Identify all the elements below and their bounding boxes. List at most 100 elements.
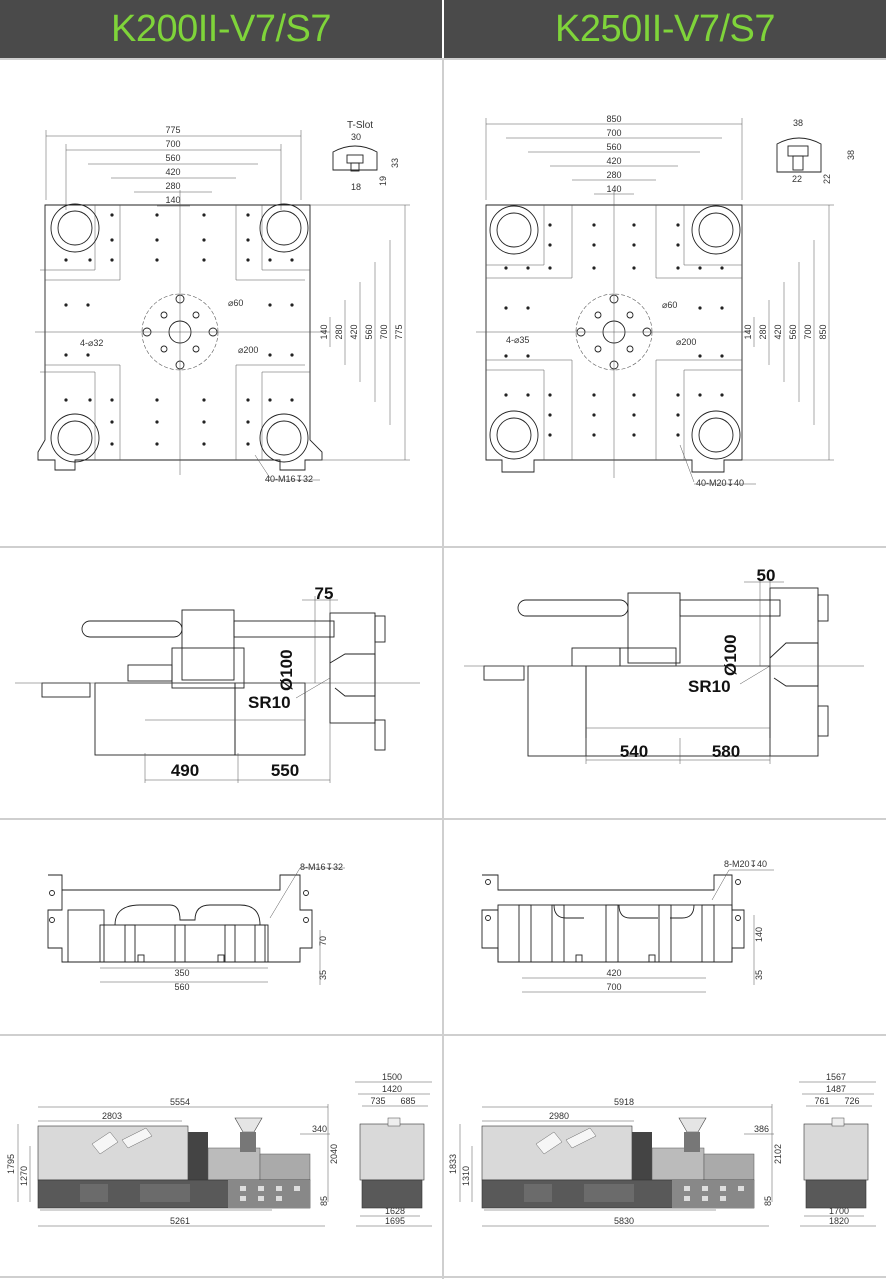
dim-label: 1487 <box>826 1084 846 1094</box>
dim-label: 38 <box>793 118 803 128</box>
dim-label: 280 <box>758 324 768 339</box>
dim-label: 140 <box>743 324 753 339</box>
dim-label: 50 <box>757 566 776 585</box>
dim-label: 420 <box>606 968 621 978</box>
dim-label: 140 <box>319 324 329 339</box>
dim-label: 761 <box>814 1096 829 1106</box>
dim-label: Ø100 <box>277 649 296 691</box>
dim-label: 700 <box>379 324 389 339</box>
dim-label: Ø100 <box>721 634 740 676</box>
dim-label: 280 <box>165 181 180 191</box>
dim-label: 580 <box>712 742 740 761</box>
dim-label: ⌀60 <box>662 300 677 310</box>
dim-label: 85 <box>763 1196 773 1206</box>
dim-label: 700 <box>165 139 180 149</box>
dim-label: 1628 <box>385 1206 405 1216</box>
dim-label: ⌀200 <box>676 337 696 347</box>
dim-label: 700 <box>606 982 621 992</box>
divider <box>0 1034 886 1036</box>
dim-label: 1567 <box>826 1072 846 1082</box>
model-title: K250II-V7/S7 <box>554 7 776 50</box>
dim-label: 5830 <box>614 1216 634 1226</box>
dim-label: 1833 <box>448 1154 458 1174</box>
dim-label: 420 <box>165 167 180 177</box>
tslot-label: T-Slot <box>347 120 373 131</box>
machine-drawing-right: 5918 2980 386 1833 1310 2102 5100 5830 8… <box>444 1036 886 1276</box>
dim-label: 1795 <box>6 1154 16 1174</box>
dim-label: 35 <box>754 970 764 980</box>
dim-label: 8-M20↧40 <box>724 859 767 869</box>
platen-drawing-right: 850 700 560 420 280 140 38 38 22 22 <box>444 60 886 546</box>
machine-drawing-left: 5554 2803 340 1795 1270 2040 4600 5261 8… <box>0 1036 442 1276</box>
dim-label: 560 <box>788 324 798 339</box>
platen-drawing-left: 775 700 560 420 280 140 T-Slot 30 33 19 … <box>0 60 442 546</box>
dim-label: 40-M20↧40 <box>696 478 744 488</box>
dim-label: 280 <box>606 170 621 180</box>
dim-label: 2803 <box>102 1111 122 1121</box>
dim-label: SR10 <box>248 693 291 712</box>
dim-label: 19 <box>378 176 388 186</box>
dim-label: 33 <box>390 158 400 168</box>
dim-label: 1270 <box>19 1166 29 1186</box>
dim-label: 35 <box>318 970 328 980</box>
dim-label: 1700 <box>829 1206 849 1216</box>
title-right: K250II-V7/S7 <box>444 0 886 58</box>
dim-label: SR10 <box>688 677 731 696</box>
dim-label: 1695 <box>385 1216 405 1226</box>
dim-label: 700 <box>803 324 813 339</box>
dim-label: 4-⌀32 <box>80 338 103 348</box>
dim-label: 22 <box>792 174 802 184</box>
dim-label: 140 <box>606 184 621 194</box>
dim-label: 5554 <box>170 1097 190 1107</box>
dim-label: 560 <box>165 153 180 163</box>
dim-label: 1500 <box>382 1072 402 1082</box>
nozzle-drawing-left: 490 550 75 Ø100 SR10 <box>0 548 442 818</box>
dim-label: 560 <box>174 982 189 992</box>
dim-label: 140 <box>754 927 764 942</box>
dim-label: 560 <box>364 324 374 339</box>
dim-label: 850 <box>818 324 828 339</box>
dim-label: 490 <box>171 761 199 780</box>
divider <box>0 58 886 60</box>
dim-label: 2102 <box>773 1144 783 1164</box>
dim-label: 550 <box>271 761 299 780</box>
dim-label: 5918 <box>614 1097 634 1107</box>
dim-label: 5261 <box>170 1216 190 1226</box>
dim-label: 420 <box>773 324 783 339</box>
dim-label: 1420 <box>382 1084 402 1094</box>
dim-label: 40-M16↧32 <box>265 474 313 484</box>
dim-label: 280 <box>334 324 344 339</box>
dim-label: 386 <box>754 1124 769 1134</box>
title-left: K200II-V7/S7 <box>0 0 442 58</box>
dim-label: 685 <box>400 1096 415 1106</box>
plate-drawing-right: 420 700 140 35 8-M20↧40 <box>444 820 886 1034</box>
dim-label: 140 <box>165 195 180 205</box>
dim-label: 775 <box>394 324 404 339</box>
dim-label: 420 <box>349 324 359 339</box>
dim-label: 22 <box>822 174 832 184</box>
dim-label: 340 <box>312 1124 327 1134</box>
dim-label: 775 <box>165 125 180 135</box>
dim-label: 18 <box>351 182 361 192</box>
dim-label: 2040 <box>329 1144 339 1164</box>
dim-label: 85 <box>319 1196 329 1206</box>
divider <box>0 546 886 548</box>
dim-label: ⌀60 <box>228 298 243 308</box>
nozzle-drawing-right: 540 580 50 Ø100 SR10 <box>444 548 886 818</box>
dim-label: 420 <box>606 156 621 166</box>
dim-label: 2980 <box>549 1111 569 1121</box>
dim-label: 735 <box>370 1096 385 1106</box>
divider <box>0 1276 886 1278</box>
dim-label: 560 <box>606 142 621 152</box>
model-title: K200II-V7/S7 <box>110 7 332 50</box>
dim-label: 4-⌀35 <box>506 335 529 345</box>
dim-label: 38 <box>846 150 856 160</box>
dim-label: 726 <box>844 1096 859 1106</box>
dim-label: 1820 <box>829 1216 849 1226</box>
dim-label: 350 <box>174 968 189 978</box>
dim-label: ⌀200 <box>238 345 258 355</box>
divider <box>0 818 886 820</box>
dim-label: 850 <box>606 114 621 124</box>
dim-label: 540 <box>620 742 648 761</box>
